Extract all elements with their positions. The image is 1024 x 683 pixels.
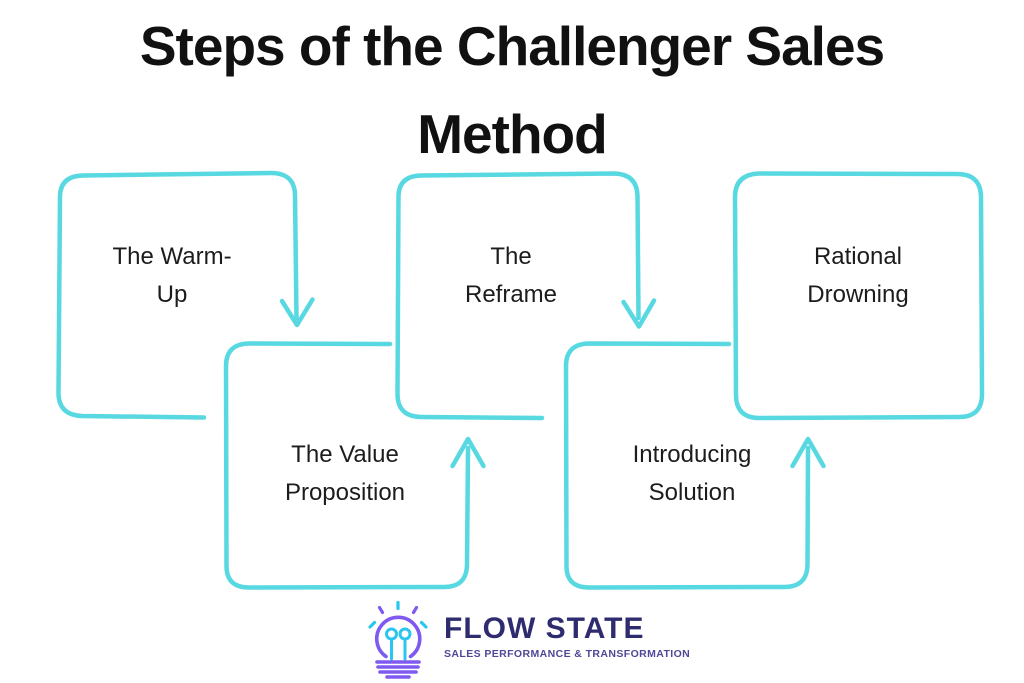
flow-box-5-outline [732,171,985,421]
flow-box-4-outline [563,341,811,590]
step-4-label-line-1: Introducing [632,441,752,468]
brand-text-block: FLOW STATE SALES PERFORMANCE & TRANSFORM… [444,597,691,661]
flow-box-1-outline [56,170,299,420]
brand-name: FLOW STATE [444,612,645,645]
arrow-down-3-4-icon [621,298,657,329]
step-3-label-line-2: Reframe [464,281,558,308]
arrow-up-4-5-icon [790,436,826,469]
step-3-label: The Reframe [465,238,557,314]
flow-box-3-outline [395,171,641,421]
step-2-label-line-1: The Value [291,441,399,468]
lightbulb-icon [360,597,438,681]
flow-box-2-outline [223,341,471,590]
step-3-label-line-1: The [490,243,532,270]
page-title-line-1: Steps of the Challenger Sales [139,15,885,77]
step-5-label-line-2: Drowning [807,281,909,308]
step-4-label-line-2: Solution [648,479,736,506]
page-title-line-2: Method [417,103,608,165]
step-2-label-line-2: Proposition [284,479,406,506]
step-5-label: Rational Drowning [807,238,908,314]
arrow-up-2-3-icon [450,436,486,469]
page-title: Steps of the Challenger Sales Method [0,2,1024,178]
step-1-label: The Warm- Up [112,238,231,314]
brand-tagline: SALES PERFORMANCE & TRANSFORMATION [444,648,691,660]
step-4-label: Introducing Solution [633,436,752,512]
brand-footer: FLOW STATE SALES PERFORMANCE & TRANSFORM… [360,597,690,681]
step-1-label-line-1: The Warm- [112,243,232,270]
step-1-label-line-2: Up [156,281,188,308]
step-5-label-line-1: Rational [813,243,903,270]
arrow-down-1-2-icon [279,297,315,328]
step-2-label: The Value Proposition [285,436,405,512]
